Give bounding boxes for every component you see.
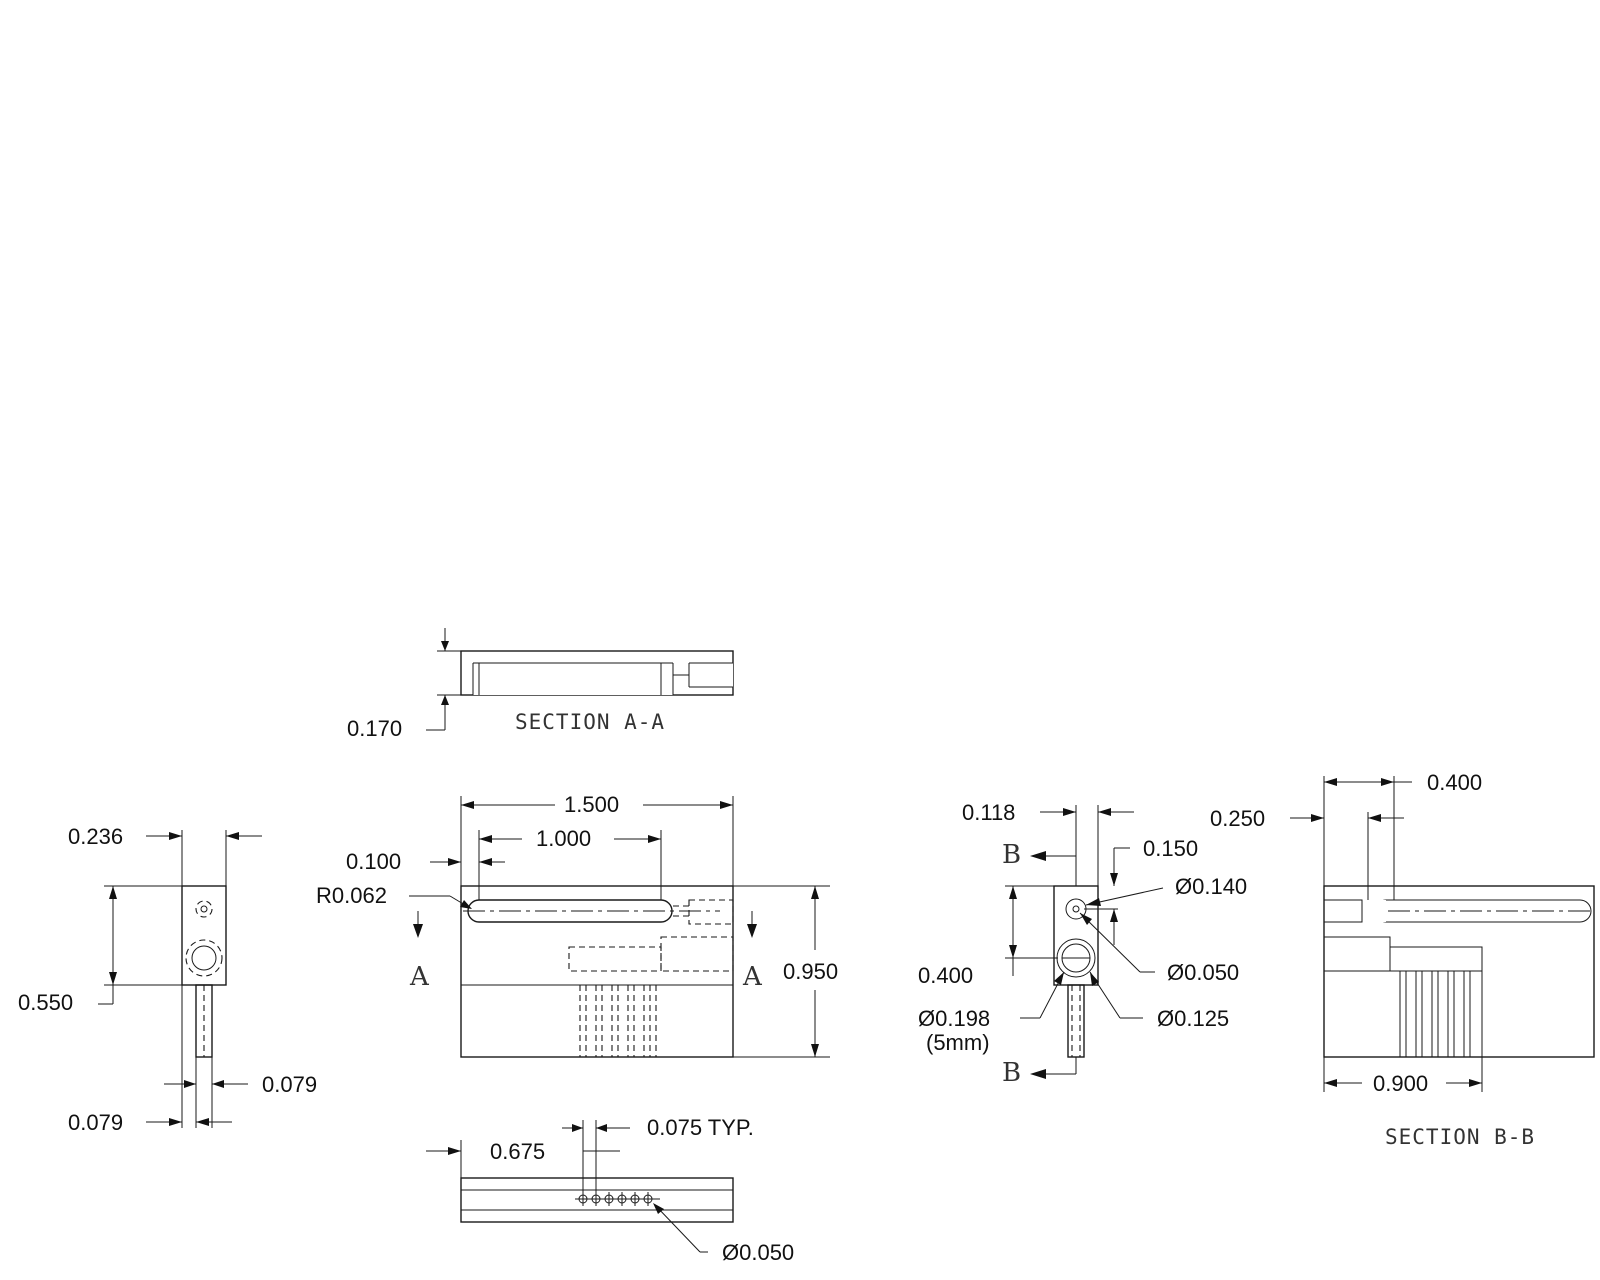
section-aa-thickness-label: 0.170 bbox=[347, 716, 402, 741]
left-view: 0.236 0.550 0.079 0.079 bbox=[18, 824, 317, 1135]
side-hole-diameter-b-label: Ø0.050 bbox=[1167, 960, 1239, 985]
section-bb-length-b-label: 0.250 bbox=[1210, 806, 1265, 831]
side-height-label: 0.400 bbox=[918, 963, 973, 988]
cut-label-b-top: B bbox=[1002, 840, 1021, 870]
left-width-label: 0.236 bbox=[68, 824, 123, 849]
front-height-label: 0.950 bbox=[783, 959, 838, 984]
section-bb-pins bbox=[1399, 970, 1471, 1058]
side-bore-metric-label: (5mm) bbox=[926, 1030, 990, 1055]
side-hole-diameter-a-label: Ø0.140 bbox=[1175, 874, 1247, 899]
pin-holes bbox=[578, 1192, 653, 1206]
slot-length-label: 1.000 bbox=[536, 826, 591, 851]
section-bb-length-a-label: 0.400 bbox=[1427, 770, 1482, 795]
pin-pitch-label: 0.075 TYP. bbox=[647, 1115, 754, 1140]
slot-offset-label: 0.100 bbox=[346, 849, 401, 874]
side-hole-offset-label: 0.150 bbox=[1143, 836, 1198, 861]
left-tab-width-label: 0.079 bbox=[262, 1072, 317, 1097]
pin-diameter-label: Ø0.050 bbox=[722, 1240, 794, 1265]
cut-label-a-right: A bbox=[742, 962, 763, 992]
section-aa-title: SECTION A-A bbox=[515, 710, 665, 734]
slot-radius-label: R0.062 bbox=[316, 883, 387, 908]
side-offset-label: 0.118 bbox=[962, 800, 1015, 825]
section-bb-title: SECTION B-B bbox=[1385, 1125, 1535, 1149]
side-bore-diameter-label: Ø0.198 bbox=[918, 1006, 990, 1031]
left-height-label: 0.550 bbox=[18, 990, 73, 1015]
section-bb-view: 0.400 0.250 0.900 SECTION B-B bbox=[1210, 770, 1595, 1149]
cut-label-b-bottom: B bbox=[1002, 1058, 1021, 1088]
section-bb-length-c-label: 0.900 bbox=[1373, 1071, 1428, 1096]
bottom-view: 0.075 TYP. 0.675 Ø0.050 bbox=[426, 1115, 794, 1265]
side-view: B B 0.118 0.150 Ø0.140 Ø0.050 Ø0.125 bbox=[918, 800, 1247, 1088]
section-aa-view: 0.170 SECTION A-A bbox=[347, 628, 734, 741]
side-hole-diameter-c-label: Ø0.125 bbox=[1157, 1006, 1229, 1031]
front-view: A A 1.500 1.000 0.100 R0.062 bbox=[316, 792, 838, 1058]
front-width-label: 1.500 bbox=[564, 792, 619, 817]
pin-offset-label: 0.675 bbox=[490, 1139, 545, 1164]
cut-label-a-left: A bbox=[409, 962, 430, 992]
left-tab-offset-label: 0.079 bbox=[68, 1110, 123, 1135]
